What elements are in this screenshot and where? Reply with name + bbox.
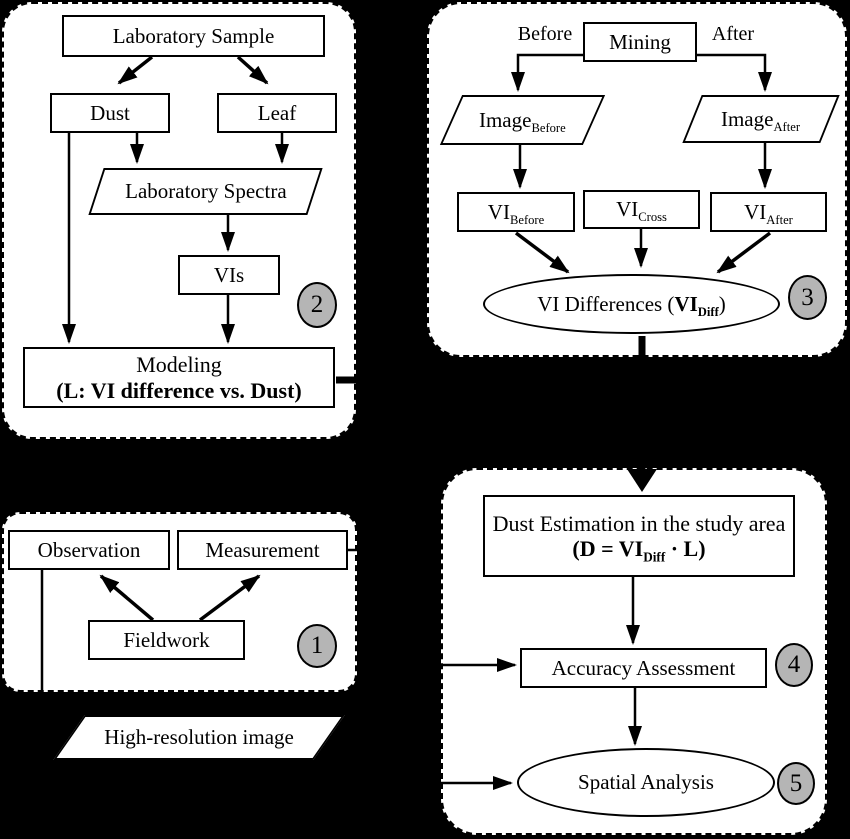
dust-estimation-title: Dust Estimation in the study area xyxy=(492,510,786,536)
vis-box: VIs xyxy=(178,255,280,295)
step-badge-2: 2 xyxy=(297,282,337,328)
high-resolution-image-label: High-resolution image xyxy=(104,725,294,750)
vi-differences-label: VI Differences (VIDiff) xyxy=(537,291,726,320)
fieldwork-label: Fieldwork xyxy=(123,627,210,652)
high-resolution-image-parallelogram: High-resolution image xyxy=(53,715,345,760)
image-before-label: ImageBefore xyxy=(479,107,566,136)
step-badge-5: 5 xyxy=(777,762,815,805)
observation-box: Observation xyxy=(8,530,170,570)
image-before-parallelogram: ImageBefore xyxy=(439,95,606,145)
vi-after-box: VIAfter xyxy=(710,192,827,232)
accuracy-assessment-label: Accuracy Assessment xyxy=(551,655,736,680)
step-badge-1: 1 xyxy=(297,624,337,668)
image-after-label: ImageAfter xyxy=(721,106,801,135)
dust-box: Dust xyxy=(50,93,170,133)
step-badge-4: 4 xyxy=(775,643,813,687)
mining-box: Mining xyxy=(583,22,697,62)
mining-label: Mining xyxy=(609,29,671,54)
leaf-box: Leaf xyxy=(217,93,337,133)
measurement-label: Measurement xyxy=(205,537,320,562)
dust-estimation-formula: (D = VIDiff · L) xyxy=(572,536,706,565)
dust-estimation-box: Dust Estimation in the study area (D = V… xyxy=(483,495,795,577)
modeling-box: Modeling (L: VI difference vs. Dust) xyxy=(23,347,335,408)
laboratory-sample-label: Laboratory Sample xyxy=(112,23,275,48)
observation-label: Observation xyxy=(37,537,141,562)
laboratory-spectra-parallelogram: Laboratory Spectra xyxy=(88,168,323,215)
laboratory-spectra-label: Laboratory Spectra xyxy=(124,179,287,204)
measurement-box: Measurement xyxy=(177,530,348,570)
step-badge-3: 3 xyxy=(788,275,827,320)
spatial-analysis-label: Spatial Analysis xyxy=(578,770,714,795)
image-after-parallelogram: ImageAfter xyxy=(682,95,840,143)
modeling-detail: (L: VI difference vs. Dust) xyxy=(56,377,302,403)
vis-label: VIs xyxy=(213,262,245,287)
modeling-title: Modeling xyxy=(136,352,222,378)
vi-cross-box: VICross xyxy=(583,190,700,229)
fieldwork-box: Fieldwork xyxy=(88,620,245,660)
vi-before-box: VIBefore xyxy=(457,192,575,232)
accuracy-assessment-box: Accuracy Assessment xyxy=(520,648,767,688)
spatial-analysis-ellipse: Spatial Analysis xyxy=(517,748,775,817)
vi-before-label: VIBefore xyxy=(487,199,545,228)
vi-differences-ellipse: VI Differences (VIDiff) xyxy=(483,274,780,334)
leaf-label: Leaf xyxy=(257,100,297,125)
dust-label: Dust xyxy=(90,100,130,125)
before-label: Before xyxy=(517,22,573,45)
vi-cross-label: VICross xyxy=(616,197,667,225)
laboratory-sample-box: Laboratory Sample xyxy=(62,15,325,57)
vi-after-label: VIAfter xyxy=(744,199,793,228)
after-label: After xyxy=(711,22,755,45)
